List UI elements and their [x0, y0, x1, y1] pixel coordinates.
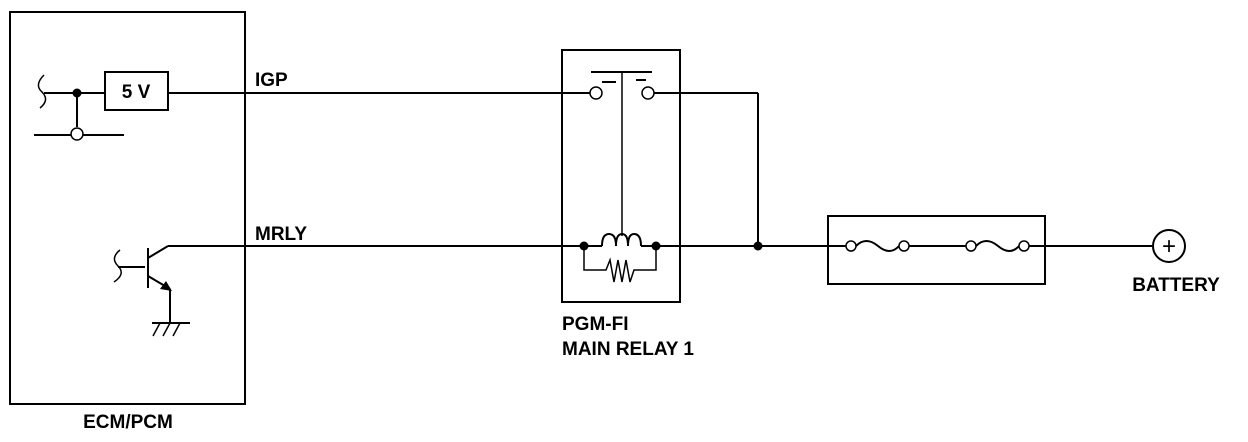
battery-plus-symbol: + [1162, 233, 1176, 260]
ecm-pcm-box [9, 11, 246, 405]
relay-coil-icon [601, 232, 642, 247]
main-relay-box [561, 49, 681, 303]
fuse2-terminal-right [1018, 240, 1030, 252]
relay-label-line1: PGM-FI [562, 314, 629, 335]
fuse-box [827, 215, 1046, 285]
ground-hatch-2 [162, 322, 171, 337]
battery-label: BATTERY [1132, 275, 1220, 296]
emitter-arrow-icon [160, 281, 172, 291]
coil-resistor-icon [583, 246, 657, 283]
ground-hatch-1 [152, 322, 161, 337]
fuse2-icon [975, 240, 1020, 252]
ground-hatch-3 [172, 322, 181, 337]
fuse1-terminal-left [845, 240, 857, 252]
ecm-pcm-label: ECM/PCM [83, 412, 173, 433]
relay-label-line2: MAIN RELAY 1 [562, 339, 694, 360]
sense-terminal-circle [70, 127, 84, 141]
fuse2-terminal-left [965, 240, 977, 252]
voltage-box [104, 71, 169, 111]
mrly-label: MRLY [255, 224, 307, 245]
igp-label: IGP [255, 70, 288, 91]
relay-contact-right [641, 86, 655, 100]
fuse1-terminal-right [898, 240, 910, 252]
feed-junction-dot [753, 241, 763, 251]
relay-contact-left [589, 86, 603, 100]
fuse1-icon [855, 240, 900, 252]
battery-circle-icon [1152, 229, 1186, 263]
transistor-collector [147, 245, 169, 259]
voltage-label: 5 V [122, 82, 151, 103]
signal-wavy-icon [37, 74, 47, 109]
